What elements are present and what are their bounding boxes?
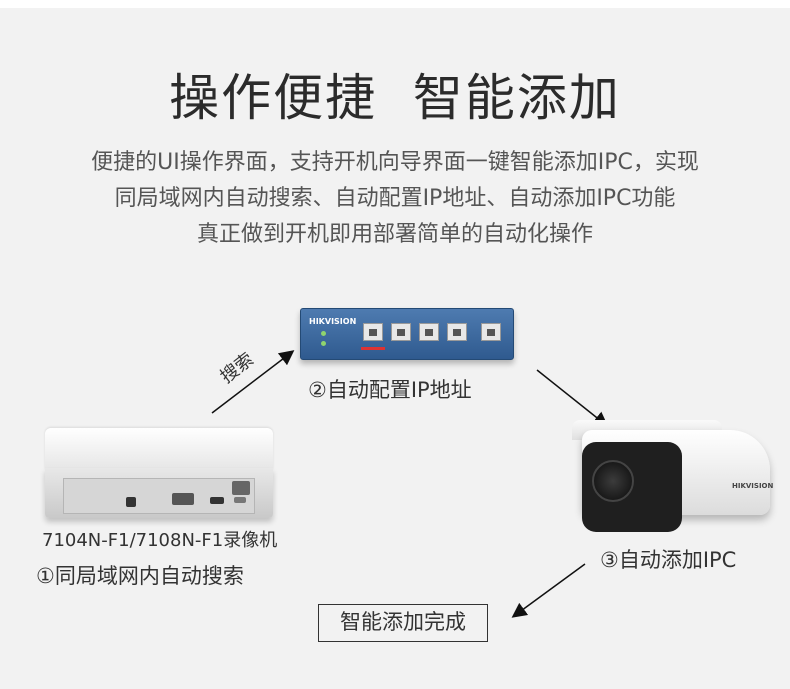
vga-port-icon (172, 493, 194, 505)
hdmi-port-icon (210, 497, 224, 504)
switch-red-bar (361, 347, 385, 350)
top-strip (0, 0, 790, 8)
arrow-camera-to-done (511, 563, 586, 618)
ethernet-port-icon (419, 323, 439, 341)
description-line-3: 真正做到开机即用部署简单的自动化操作 (196, 222, 593, 247)
led-icon (321, 341, 326, 346)
nvr-rear-panel (63, 478, 255, 514)
ethernet-port-icon (363, 323, 383, 341)
nvr-device (45, 428, 273, 518)
power-port-icon (126, 497, 136, 507)
switch-brand: HIKVISION (309, 317, 357, 326)
nvr-step-label: ①同局域网内自动搜索 (36, 564, 244, 588)
ethernet-port-icon (447, 323, 467, 341)
camera-lens-icon (592, 460, 634, 502)
arrow-switch-to-camera (536, 369, 609, 427)
nvr-top-cover (45, 428, 273, 470)
uplink-port-icon (481, 323, 501, 341)
description-line-2: 同局域网内自动搜索、自动配置IP地址、自动添加IPC功能 (114, 186, 676, 211)
usb-port-icon (234, 497, 246, 503)
switch-step-label: ②自动配置IP地址 (308, 378, 472, 402)
network-switch: HIKVISION (300, 308, 514, 360)
ip-camera: HIKVISION (562, 420, 774, 540)
arrow-nvr-to-switch (211, 350, 295, 414)
nvr-model-label: 7104N-F1/7108N-F1录像机 (42, 530, 278, 551)
ethernet-port-icon (391, 323, 411, 341)
camera-step-label: ③自动添加IPC (600, 548, 737, 572)
description-line-1: 便捷的UI操作界面，支持开机向导界面一键智能添加IPC，实现 (91, 150, 699, 175)
page-title: 操作便捷 智能添加 (169, 69, 621, 127)
lan-port-icon (232, 481, 250, 495)
camera-brand: HIKVISION (732, 482, 774, 490)
led-icon (321, 331, 326, 336)
completion-box: 智能添加完成 (318, 604, 488, 642)
